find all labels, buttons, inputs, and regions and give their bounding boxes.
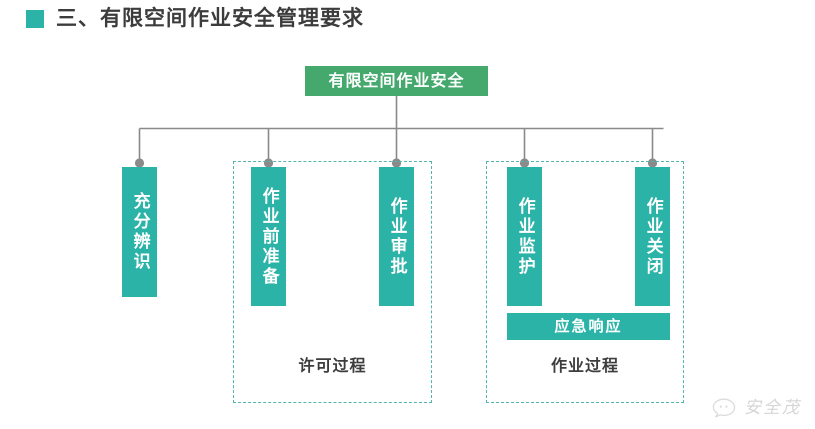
node-work-closure[interactable]: 作业关闭 xyxy=(635,167,670,306)
node-label: 作业前准备 xyxy=(258,186,279,287)
watermark: 安全茂 xyxy=(711,397,801,419)
node-label: 作业关闭 xyxy=(642,196,663,277)
chat-bubble-icon xyxy=(712,398,736,418)
node-work-supervision[interactable]: 作业监护 xyxy=(507,167,542,306)
root-node-limited-space-work-safety[interactable]: 有限空间作业安全 xyxy=(305,66,488,96)
node-sufficient-identification[interactable]: 充分辨识 xyxy=(122,167,157,297)
page-title: 三、有限空间作业安全管理要求 xyxy=(26,8,364,29)
watermark-text: 安全茂 xyxy=(744,397,801,418)
root-node-label: 有限空间作业安全 xyxy=(328,71,465,90)
page-title-text: 三、有限空间作业安全管理要求 xyxy=(56,6,364,30)
group-frame-operation-process xyxy=(486,161,684,403)
node-label: 充分辨识 xyxy=(129,192,150,272)
node-emergency-response[interactable]: 应急响应 xyxy=(507,313,670,340)
node-label: 作业审批 xyxy=(386,196,407,277)
node-emergency-response-label: 应急响应 xyxy=(554,317,623,335)
node-label: 作业监护 xyxy=(514,196,535,277)
group-frame-permit-process xyxy=(233,161,432,403)
node-pre-work-preparation[interactable]: 作业前准备 xyxy=(251,167,286,306)
group-label-permit-process: 许可过程 xyxy=(298,356,367,375)
teal-square-icon xyxy=(26,9,44,28)
group-label-operation-process: 作业过程 xyxy=(550,356,619,375)
node-work-approval[interactable]: 作业审批 xyxy=(379,167,414,306)
